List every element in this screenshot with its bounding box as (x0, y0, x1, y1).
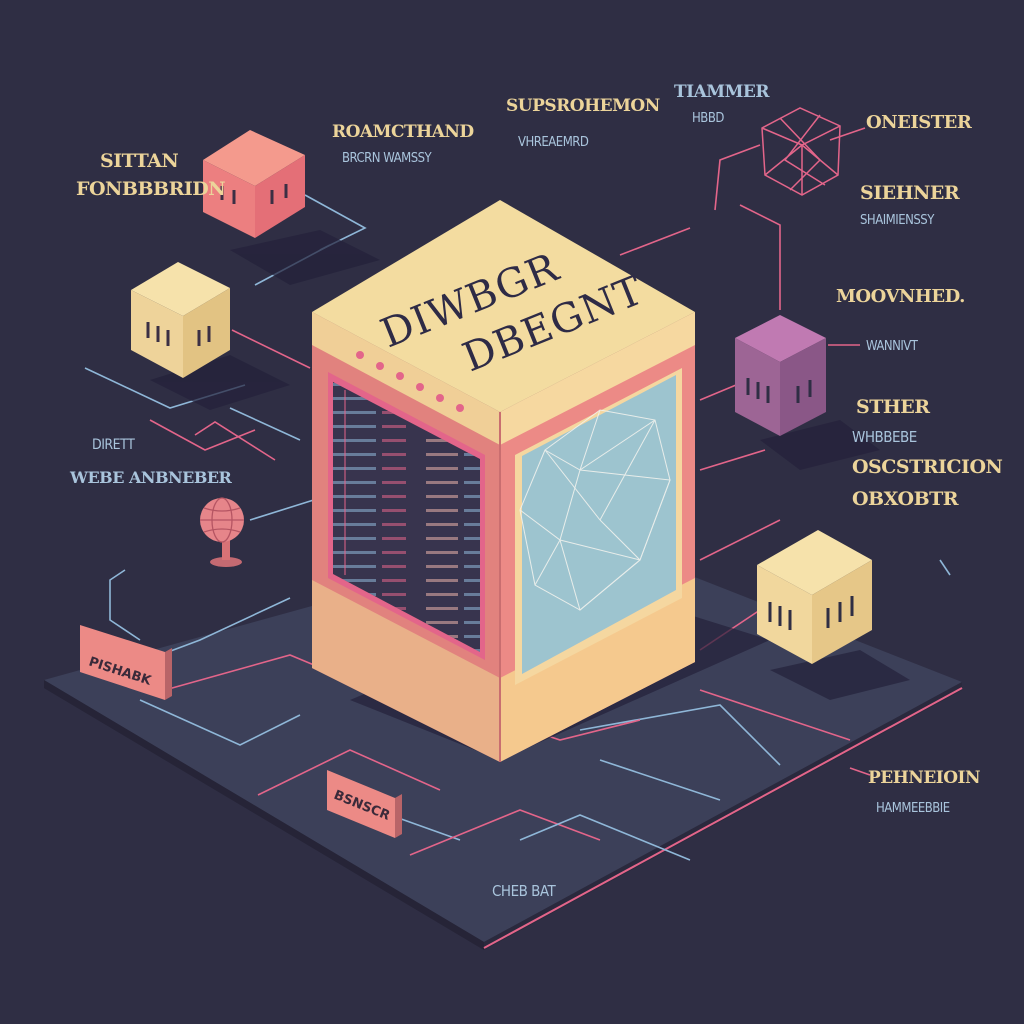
label-top-center-2: VHREAEMRD (518, 135, 589, 150)
cube-icon (203, 130, 305, 238)
cube-icon (757, 530, 872, 664)
cube-icon (131, 262, 230, 378)
main-server: DIWBGR DBEGNT (312, 200, 695, 762)
label-top-left-2: FONBBBRIDN (76, 178, 226, 200)
label-right-low-1: STHER (856, 396, 930, 418)
status-leds (356, 351, 464, 412)
tag-box-left: PISHABK (80, 625, 172, 700)
cube-icon (735, 315, 826, 436)
label-top-mid-1: ROAMCTHAND (332, 122, 474, 142)
label-left-mid-2: WEBE ANBNEBER (70, 468, 232, 487)
label-right-2: SHAIMIENSSY (860, 213, 934, 228)
label-bottom-right-1: PEHNEIOIN (868, 768, 981, 788)
label-right-mid-2: WANNIVT (866, 339, 918, 354)
label-right-low-4: OBXOBTR (852, 488, 959, 510)
label-right-mid-1: MOOVNHED. (836, 286, 965, 307)
globe-icon (200, 497, 244, 567)
label-bottom-right-2: HAMMEEBBIE (876, 801, 950, 816)
label-right-1: SIEHNER (860, 182, 960, 204)
label-top-right-1: TIAMMER (674, 82, 770, 102)
label-bottom-center-1: CHEB BAT (492, 882, 556, 900)
label-far-right-1: ONEISTER (866, 112, 972, 133)
label-top-left-1: SITTAN (100, 150, 179, 172)
label-left-mid-1: DIRETT (92, 437, 135, 453)
label-right-low-2: WHBBEBE (852, 428, 917, 446)
terminal-screen-icon (328, 372, 485, 660)
label-top-mid-2: BRCRN WAMSSY (342, 151, 432, 166)
wireframe-gem-icon (515, 368, 682, 685)
label-top-right-2: HBBD (692, 111, 724, 126)
label-right-low-3: OSCSTRICION (852, 456, 1003, 478)
label-top-center-1: SUPSROHEMON (506, 96, 660, 116)
wireframe-gem-icon (761, 107, 841, 196)
